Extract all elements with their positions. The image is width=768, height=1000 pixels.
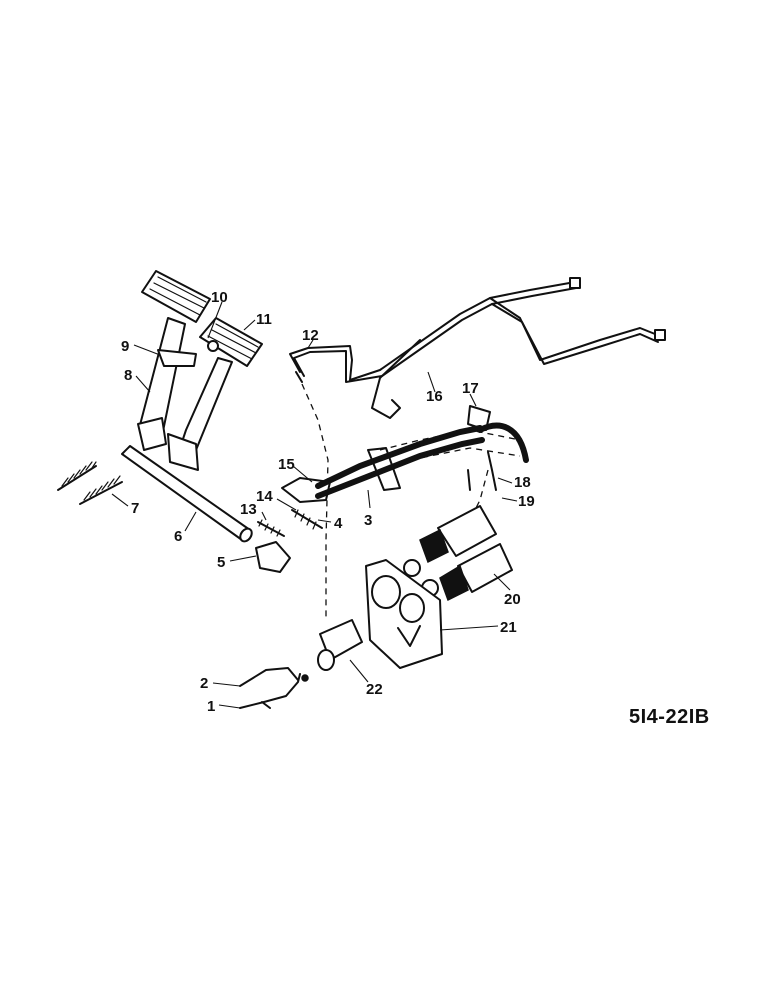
callout-11: 11 bbox=[256, 311, 272, 328]
master-cylinders bbox=[403, 505, 513, 602]
callout-20: 20 bbox=[504, 591, 521, 608]
callout-12: 12 bbox=[302, 327, 319, 344]
callout-10: 10 bbox=[211, 289, 228, 306]
callout-16: 16 bbox=[426, 388, 443, 405]
callout-15: 15 bbox=[278, 456, 295, 473]
callout-9: 9 bbox=[121, 338, 129, 355]
pedal-assembly bbox=[137, 270, 263, 471]
callout-19: 19 bbox=[518, 493, 535, 510]
callout-1: 1 bbox=[207, 698, 215, 715]
callout-18: 18 bbox=[514, 474, 531, 491]
linkage-hardware bbox=[257, 509, 323, 537]
callout-7: 7 bbox=[131, 500, 139, 517]
return-springs bbox=[57, 461, 123, 505]
hoses bbox=[281, 405, 529, 503]
brake-lines bbox=[289, 277, 666, 419]
callout-4: 4 bbox=[334, 515, 343, 532]
leader-lines bbox=[111, 301, 518, 709]
callout-14: 14 bbox=[256, 488, 273, 505]
bushing bbox=[255, 541, 291, 573]
callout-3: 3 bbox=[364, 512, 372, 529]
callout-5: 5 bbox=[217, 554, 225, 571]
callout-17: 17 bbox=[462, 380, 479, 397]
drawing-reference: 5I4-22IB bbox=[629, 706, 710, 728]
callouts: 1 2 3 4 5 6 7 8 9 10 11 12 13 14 15 16 1… bbox=[121, 289, 535, 715]
cross-shaft bbox=[121, 445, 253, 543]
callout-8: 8 bbox=[124, 367, 132, 384]
mounting-bracket bbox=[365, 559, 443, 669]
callout-2: 2 bbox=[200, 675, 208, 692]
callout-6: 6 bbox=[174, 528, 182, 545]
callout-13: 13 bbox=[240, 501, 257, 518]
callout-22: 22 bbox=[366, 681, 383, 698]
slave-cylinder bbox=[239, 619, 363, 709]
callout-21: 21 bbox=[500, 619, 517, 636]
